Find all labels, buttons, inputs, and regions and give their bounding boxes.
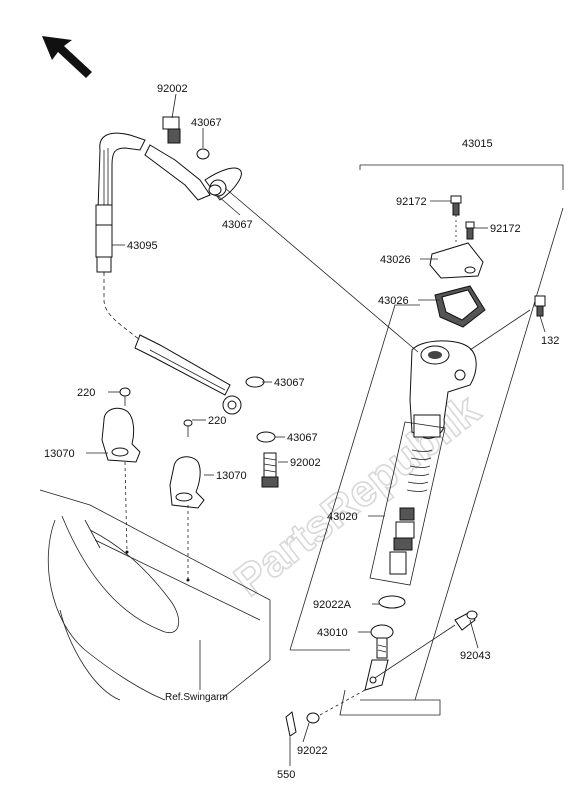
bolt-220-left [119,387,131,406]
reservoir-cap-43026 [429,242,484,279]
callout-43095: 43095 [127,240,158,252]
cotter-pin-550 [285,711,297,737]
banjo-bolt-92002-bottom [261,452,279,488]
callout-43026-cap: 43026 [380,254,411,266]
assembly-bracket [339,164,564,716]
pin-92043 [454,610,478,631]
washer-43067-b [208,184,222,196]
hose-clamp-13070-left [101,407,141,463]
callout-43067-a: 43067 [191,117,222,129]
callout-92022a: 92022A [313,599,352,611]
callout-43067-d: 43067 [287,432,318,444]
callout-43067-c: 43067 [274,377,305,389]
callout-92172-b: 92172 [490,223,521,235]
callout-13070-right: 13070 [216,470,247,482]
callout-13070-left: 13070 [44,448,75,460]
front-arrow-icon [42,36,92,78]
callout-43026-diaphragm: 43026 [378,295,409,307]
callout-92002-top: 92002 [157,83,188,95]
washer-92022 [306,712,320,724]
push-rod-43010 [364,624,394,691]
callout-43015: 43015 [462,138,493,150]
callout-92172-a: 92172 [396,196,427,208]
callout-550: 550 [277,769,295,781]
washer-43067-c [245,376,265,388]
callout-220-left: 220 [77,387,95,399]
washer-43067-a [196,148,210,160]
brake-hose [95,132,242,415]
circlip-92022a [378,595,406,609]
bolt-132 [534,295,546,317]
swingarm-outline [39,489,271,701]
ref-swingarm-label: Ref.Swingarm [165,692,228,703]
callout-92002-bottom: 92002 [290,457,321,469]
screw-92172-b [465,221,475,240]
callout-43010: 43010 [317,627,348,639]
screw-92172-a [450,195,462,216]
banjo-bolt-92002-top [162,116,181,144]
leader-lines [86,93,546,766]
callout-43067-b: 43067 [222,219,253,231]
bolt-220-right [183,419,193,437]
callout-220-right: 220 [208,415,226,427]
callout-92022: 92022 [297,745,328,757]
callout-labels: 92002 43067 43067 43095 43067 43067 9200… [44,83,559,781]
washer-43067-d [256,431,276,443]
callout-43020: 43020 [327,511,358,523]
callout-92043: 92043 [460,650,491,662]
diaphragm-43026 [434,285,486,328]
hose-clamp-13070-right [169,456,205,509]
master-cylinder-body [409,340,477,439]
piston-kit-43020 [369,421,446,586]
callout-132: 132 [541,335,559,347]
watermark-text: PartsRepublik [226,385,490,606]
